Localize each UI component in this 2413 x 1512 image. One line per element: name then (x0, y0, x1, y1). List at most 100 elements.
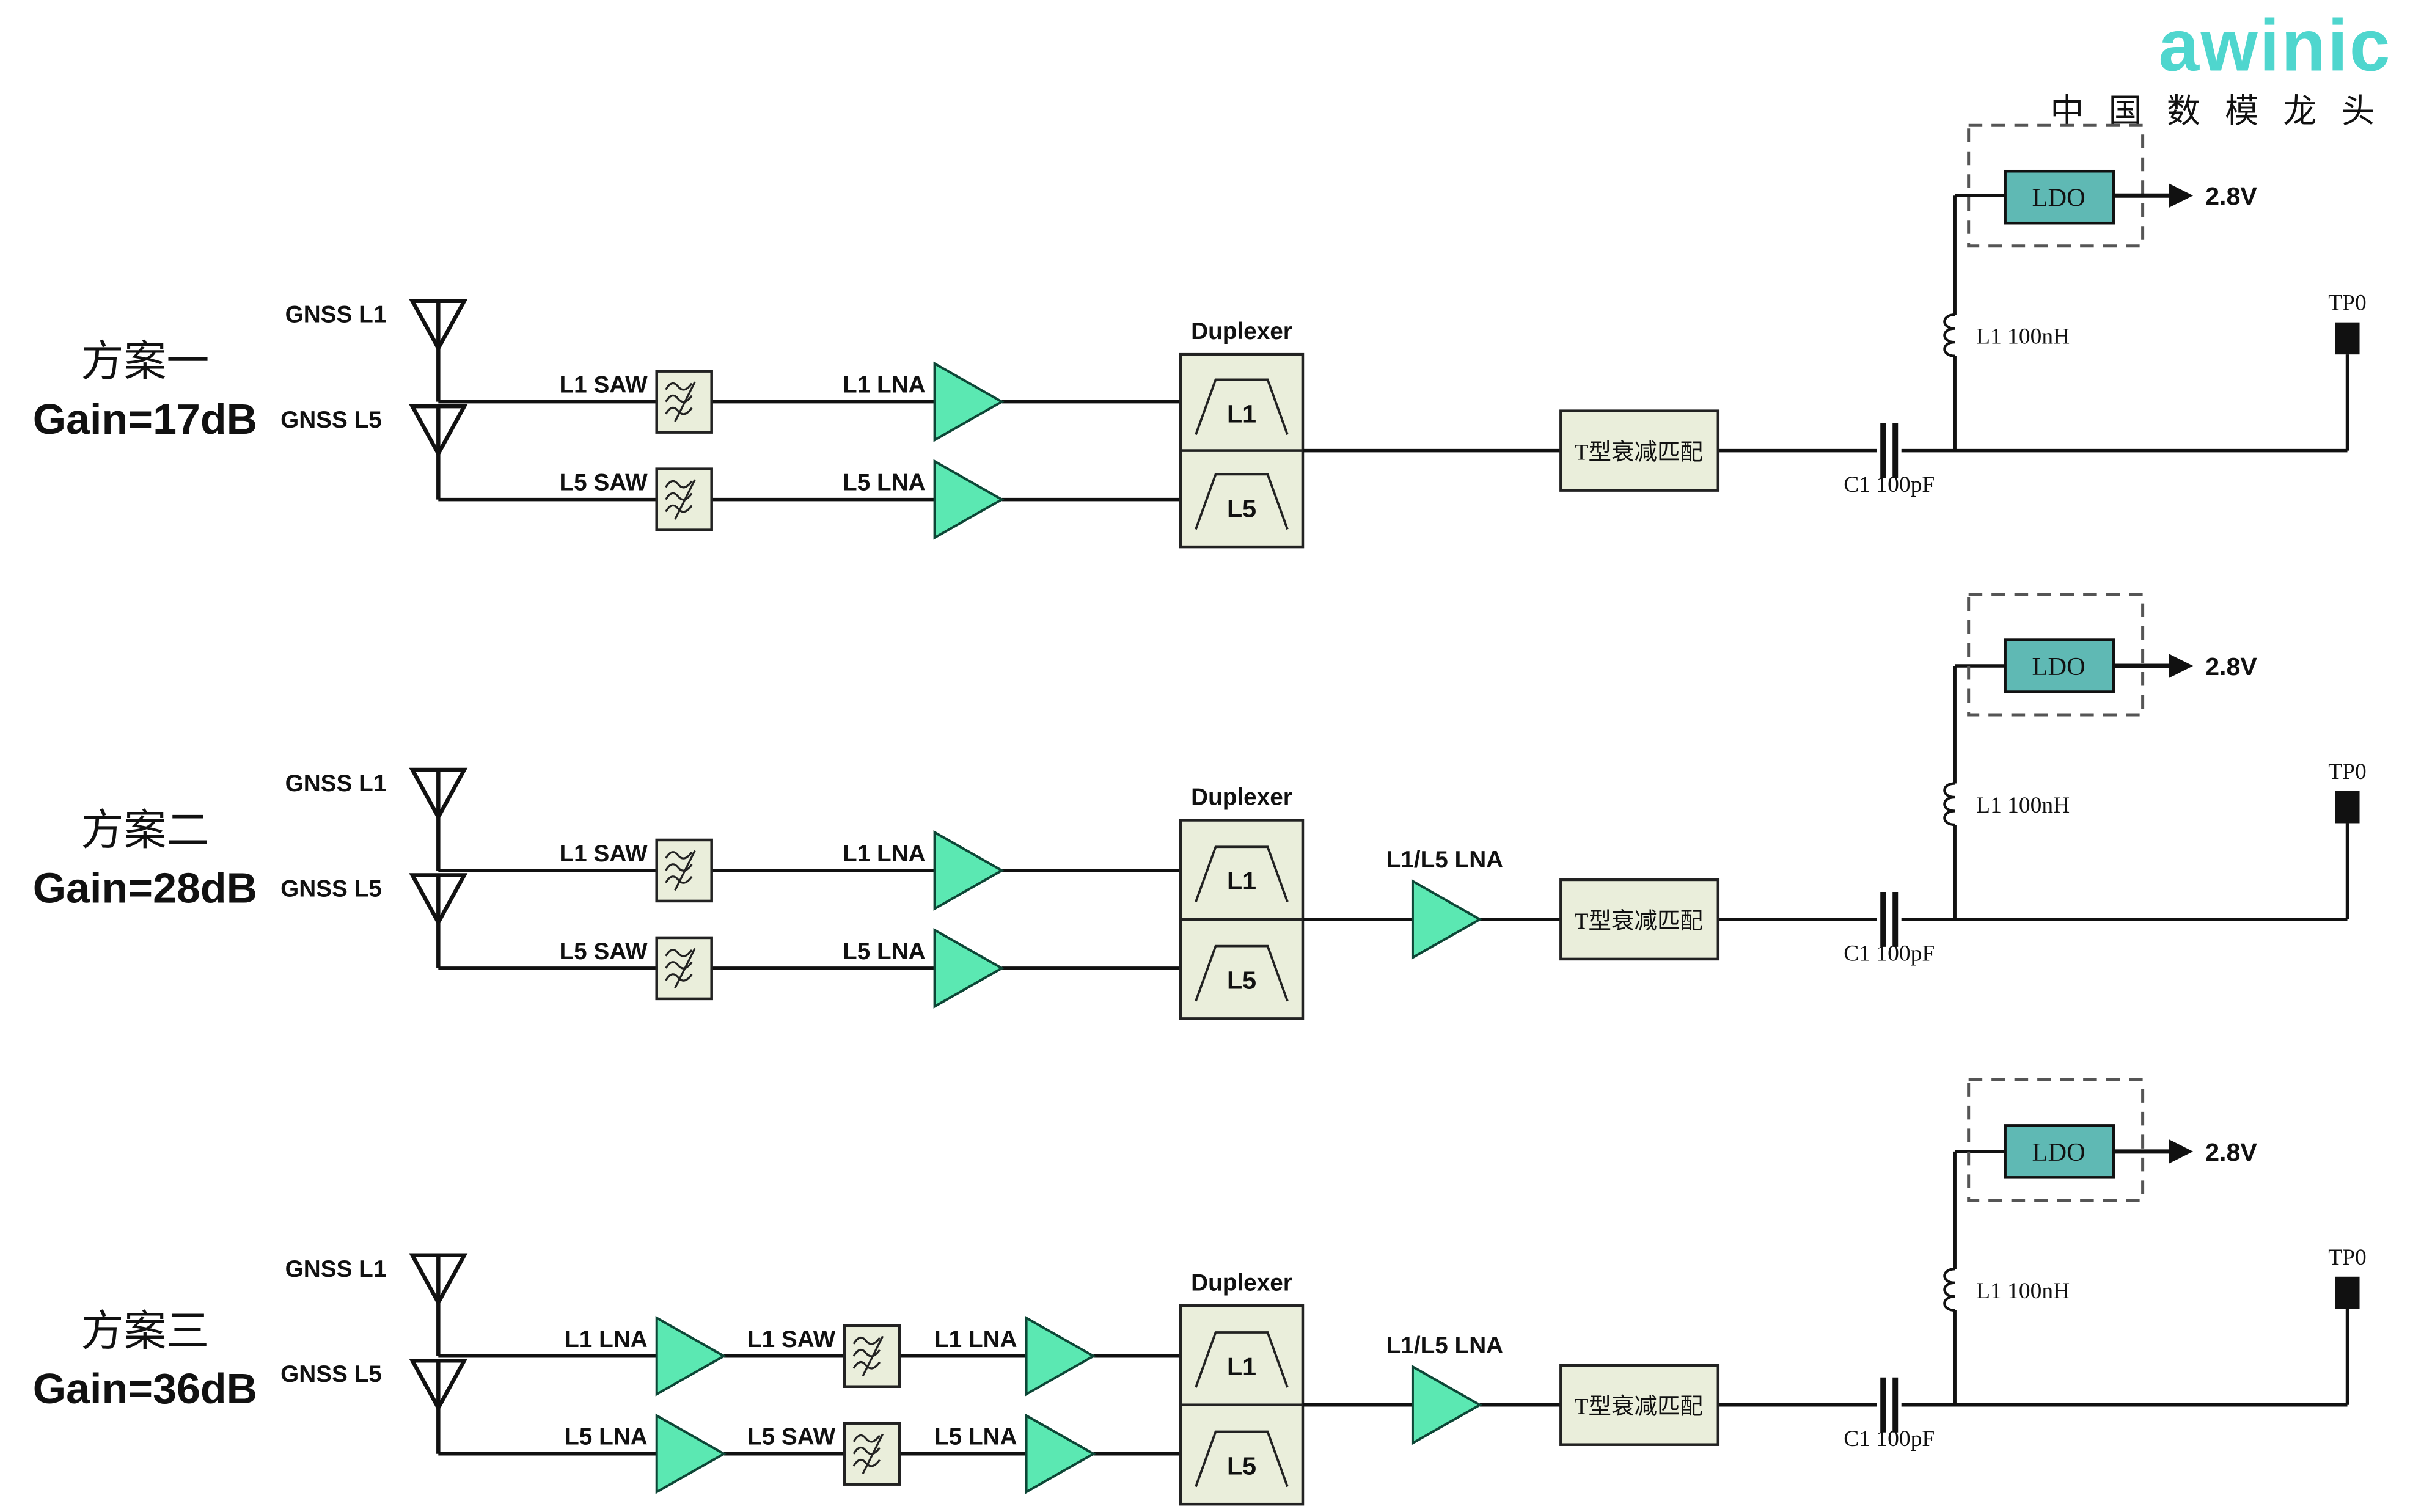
scheme1-gnss-l1-label: GNSS L1 (285, 302, 387, 328)
scheme3-gnss-l1-label: GNSS L1 (285, 1256, 387, 1282)
lna-triangle (933, 459, 1005, 540)
ldo-dashed-outline (1967, 593, 2145, 717)
scheme-2: 方案二 Gain=28dB GNSS L1 GNSS L5 L1 SAW L1 … (33, 593, 2367, 1020)
t-attenuator-box (1559, 878, 1720, 961)
lna-triangle (655, 1413, 727, 1494)
ldo-box (2004, 1124, 2115, 1179)
saw-filter-symbol (655, 467, 713, 531)
scheme1-l1-lna-label: L1 LNA (843, 372, 926, 398)
scheme2-capacitor-label: C1 100pF (1844, 941, 1935, 966)
antenna-l5-symbol (409, 873, 468, 968)
t-attenuator-box (1559, 409, 1720, 492)
scheme2-l1-saw-label: L1 SAW (560, 841, 648, 867)
scheme2-tp0-label: TP0 (2328, 759, 2367, 784)
scheme3-l1-saw-label: L1 SAW (747, 1326, 836, 1353)
saw-filter-symbol (655, 370, 713, 434)
antenna-l1-symbol (409, 299, 468, 402)
scheme3-l5-lna-pre-label: L5 LNA (565, 1424, 648, 1450)
wire-bias-riser (1953, 1150, 2005, 1405)
bandpass-l5-symbol: L5 (1195, 1430, 1289, 1488)
scheme3-t-attenuator-label: T型衰减匹配 (1575, 1394, 1703, 1420)
inductor-coil-symbol (1943, 313, 1955, 357)
scheme1-l1-saw-label: L1 SAW (560, 372, 648, 398)
lna-triangle (933, 927, 1005, 1009)
scheme3-l1-lna-label: L1 LNA (934, 1326, 1017, 1353)
scheme2-gnss-l5-label: GNSS L5 (280, 875, 382, 902)
scheme1-tp0-label: TP0 (2328, 291, 2367, 316)
arrow-right-icon (2169, 183, 2194, 208)
bandpass-l1-symbol: L1 (1195, 1331, 1289, 1388)
scheme3-l5-saw-label: L5 SAW (747, 1424, 836, 1450)
scheme1-l5-saw-label: L5 SAW (560, 470, 648, 496)
bandpass-l5-symbol: L5 (1195, 473, 1289, 530)
scheme3-ldo-label: LDO (2032, 1138, 2085, 1167)
scheme1-inductor-label: L1 100nH (1976, 324, 2070, 349)
scheme2-l5-saw-label: L5 SAW (560, 938, 648, 965)
test-point-pad (2335, 322, 2360, 355)
capacitor-symbol (1880, 1377, 1899, 1433)
scheme1-l5-lna-label: L5 LNA (843, 470, 926, 496)
scheme1-title: 方案一 (81, 337, 209, 385)
saw-filter-symbol (843, 1324, 901, 1388)
scheme3-combo-lna-label: L1/L5 LNA (1386, 1332, 1504, 1359)
svg-text:L5: L5 (1227, 494, 1256, 522)
lna-triangle (1411, 1364, 1482, 1445)
scheme2-vout-label: 2.8V (2205, 652, 2257, 681)
saw-filter-symbol (843, 1422, 901, 1486)
antenna-l5-symbol (409, 404, 468, 500)
brand-tagline: 中 国 数 模 龙 头 (2050, 92, 2382, 130)
scheme3-duplexer-label: Duplexer (1191, 1269, 1292, 1296)
scheme3-inductor-label: L1 100nH (1976, 1279, 2070, 1304)
saw-filter-symbol (655, 936, 713, 1001)
arrow-right-icon (2169, 1139, 2194, 1164)
scheme3-title: 方案三 (81, 1307, 209, 1354)
scheme3-tp0-label: TP0 (2328, 1245, 2367, 1270)
scheme3-capacitor-label: C1 100pF (1844, 1426, 1935, 1452)
svg-text:L5: L5 (1227, 1452, 1256, 1480)
scheme1-duplexer-label: Duplexer (1191, 318, 1292, 345)
scheme2-combo-lna-label: L1/L5 LNA (1386, 847, 1504, 873)
bandpass-l1-symbol: L1 (1195, 378, 1289, 436)
capacitor-symbol (1880, 891, 1899, 947)
scheme3-vout-label: 2.8V (2205, 1138, 2257, 1166)
test-point-pad (2335, 791, 2360, 824)
scheme3-l1-lna-pre-label: L1 LNA (565, 1326, 648, 1353)
lna-triangle (1025, 1315, 1096, 1397)
scheme3-gain: Gain=36dB (33, 1365, 257, 1412)
scheme1-gnss-l5-label: GNSS L5 (280, 407, 382, 433)
scheme-3: 方案三 Gain=36dB GNSS L1 GNSS L5 L1 LNA L1 … (33, 1078, 2367, 1506)
scheme-1: 方案一 Gain=17dB GNSS L1 GNSS L5 L1 SAW L1 … (33, 123, 2367, 549)
scheme1-t-attenuator-label: T型衰减匹配 (1575, 440, 1703, 466)
scheme2-inductor-label: L1 100nH (1976, 793, 2070, 818)
wire-bias-riser (1953, 664, 2005, 919)
wire-bias-riser (1953, 194, 2005, 451)
scheme1-vout-label: 2.8V (2205, 182, 2257, 210)
duplexer-box: L1 L5 (1179, 1304, 1305, 1506)
ldo-dashed-outline (1967, 1078, 2145, 1202)
scheme2-gnss-l1-label: GNSS L1 (285, 770, 387, 797)
lna-triangle (933, 830, 1005, 911)
scheme2-ldo-label: LDO (2032, 652, 2085, 681)
scheme2-l5-lna-label: L5 LNA (843, 938, 926, 965)
duplexer-box: L1 L5 (1179, 819, 1305, 1020)
arrow-right-icon (2169, 654, 2194, 679)
test-point-pad (2335, 1276, 2360, 1309)
bandpass-l5-symbol: L5 (1195, 944, 1289, 1002)
ldo-dashed-outline (1967, 123, 2145, 248)
scheme1-capacitor-label: C1 100pF (1844, 472, 1935, 497)
scheme1-gain: Gain=17dB (33, 395, 257, 443)
lna-triangle (655, 1315, 727, 1397)
scheme2-gain: Gain=28dB (33, 864, 257, 911)
svg-text:L1: L1 (1227, 1353, 1256, 1381)
antenna-l5-symbol (409, 1359, 468, 1454)
antenna-l1-symbol (409, 767, 468, 871)
antenna-l1-symbol (409, 1253, 468, 1356)
svg-text:L5: L5 (1227, 966, 1256, 995)
scheme2-l1-lna-label: L1 LNA (843, 841, 926, 867)
duplexer-box: L1 L5 (1179, 352, 1305, 549)
saw-filter-symbol (655, 838, 713, 903)
scheme2-title: 方案二 (81, 806, 209, 853)
capacitor-symbol (1880, 423, 1899, 478)
lna-triangle (933, 361, 1005, 442)
